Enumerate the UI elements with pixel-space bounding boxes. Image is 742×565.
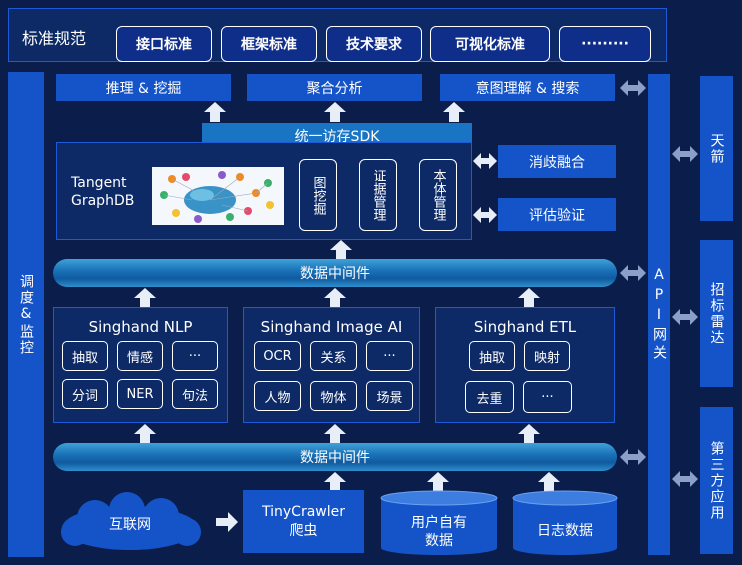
etl-extraction[interactable]: 抽取 bbox=[469, 341, 515, 371]
module-nlp: Singhand NLP 抽取 情感 ··· 分词 NER 句法 bbox=[53, 307, 228, 423]
user-data-line1: 用户自有 bbox=[411, 515, 467, 531]
module-image-ai: Singhand Image AI OCR 关系 ··· 人物 物体 场景 bbox=[243, 307, 420, 423]
arrow-up-icon bbox=[324, 472, 346, 492]
graphdb-name-line2: GraphDB bbox=[71, 193, 135, 209]
data-middleware-top: 数据中间件 bbox=[53, 259, 617, 287]
app-aggregate-analysis[interactable]: 聚合分析 bbox=[247, 74, 422, 101]
image-object[interactable]: 物体 bbox=[310, 381, 357, 411]
system-bid-radar-label: 招标雷达 bbox=[708, 281, 725, 346]
arrow-up-icon bbox=[518, 288, 540, 308]
function-ontology-management[interactable]: 本体管理 bbox=[419, 159, 457, 231]
system-tianjian-label: 天箭 bbox=[708, 132, 725, 165]
function-evidence-management[interactable]: 证据管理 bbox=[359, 159, 397, 231]
function-graph-mining[interactable]: 图挖掘 bbox=[299, 159, 337, 231]
standard-visualization[interactable]: 可视化标准 bbox=[430, 26, 550, 62]
module-title: Singhand ETL bbox=[473, 318, 577, 336]
api-gateway-label: API网关 bbox=[651, 266, 667, 363]
arrow-up-icon bbox=[324, 102, 346, 122]
double-arrow-icon bbox=[672, 309, 698, 325]
double-arrow-icon bbox=[620, 80, 646, 96]
log-data-cylinder[interactable] bbox=[512, 490, 618, 556]
graphdb-panel: Tangent GraphDB 图挖掘 证据管理 本体管理 bbox=[56, 142, 472, 240]
arrow-up-icon bbox=[134, 424, 156, 444]
nlp-syntax[interactable]: 句法 bbox=[172, 379, 218, 409]
user-data-cylinder[interactable] bbox=[380, 490, 498, 556]
nlp-extraction[interactable]: 抽取 bbox=[62, 341, 108, 371]
nlp-more[interactable]: ··· bbox=[172, 341, 218, 371]
disambiguation-fusion[interactable]: 消歧融合 bbox=[498, 145, 616, 178]
arrow-up-icon bbox=[538, 472, 560, 492]
api-gateway-bar: API网关 bbox=[648, 74, 670, 555]
system-bid-radar[interactable]: 招标雷达 bbox=[700, 240, 733, 387]
arrow-up-icon bbox=[134, 288, 156, 308]
double-arrow-icon bbox=[473, 207, 497, 223]
arrow-up-icon bbox=[427, 472, 449, 492]
user-data-line2: 数据 bbox=[425, 533, 453, 549]
image-ocr[interactable]: OCR bbox=[254, 341, 301, 371]
image-more[interactable]: ··· bbox=[366, 341, 413, 371]
double-arrow-icon bbox=[672, 146, 698, 162]
internet-label: 互联网 bbox=[109, 517, 151, 533]
system-third-party-label: 第三方应用 bbox=[708, 440, 725, 521]
nlp-segmentation[interactable]: 分词 bbox=[62, 379, 108, 409]
standard-interface[interactable]: 接口标准 bbox=[116, 26, 212, 62]
graph-visualization-image bbox=[152, 167, 284, 225]
crawler-name: TinyCrawler bbox=[262, 503, 345, 520]
arrow-up-icon bbox=[330, 240, 352, 260]
data-middleware-bottom: 数据中间件 bbox=[53, 443, 617, 471]
crawler-subtitle: 爬虫 bbox=[289, 522, 318, 539]
app-intent-search[interactable]: 意图理解 & 搜索 bbox=[440, 74, 615, 101]
arrow-up-icon bbox=[204, 102, 226, 122]
app-inference-mining[interactable]: 推理 & 挖掘 bbox=[56, 74, 231, 101]
module-title: Singhand NLP bbox=[88, 318, 193, 336]
arrow-right-icon bbox=[216, 512, 238, 532]
standard-more[interactable]: ········· bbox=[559, 26, 651, 62]
internet-cloud[interactable] bbox=[55, 492, 205, 556]
standards-panel: 标准规范 接口标准 框架标准 技术要求 可视化标准 ········· bbox=[8, 8, 667, 62]
arrow-up-icon bbox=[518, 424, 540, 444]
image-relation[interactable]: 关系 bbox=[310, 341, 357, 371]
scheduling-monitoring-bar: 调度&监控 bbox=[8, 72, 44, 557]
tinycrawler-box[interactable]: TinyCrawler 爬虫 bbox=[243, 490, 364, 553]
module-etl: Singhand ETL 抽取 映射 去重 ··· bbox=[435, 307, 615, 423]
nlp-ner[interactable]: NER bbox=[117, 379, 163, 409]
etl-dedup[interactable]: 去重 bbox=[465, 381, 514, 413]
system-tianjian[interactable]: 天箭 bbox=[700, 76, 733, 221]
etl-mapping[interactable]: 映射 bbox=[524, 341, 570, 371]
standard-framework[interactable]: 框架标准 bbox=[221, 26, 317, 62]
etl-more[interactable]: ··· bbox=[523, 381, 572, 413]
scheduling-monitoring-label: 调度&监控 bbox=[18, 273, 34, 356]
double-arrow-icon bbox=[620, 449, 646, 465]
image-person[interactable]: 人物 bbox=[254, 381, 301, 411]
double-arrow-icon bbox=[473, 153, 497, 169]
image-scene[interactable]: 场景 bbox=[366, 381, 413, 411]
graphdb-name-line1: Tangent bbox=[71, 175, 127, 191]
standards-title: 标准规范 bbox=[22, 29, 87, 48]
log-data-label: 日志数据 bbox=[537, 523, 593, 539]
double-arrow-icon bbox=[672, 471, 698, 487]
evaluation-validation[interactable]: 评估验证 bbox=[498, 198, 616, 231]
standard-technical[interactable]: 技术要求 bbox=[326, 26, 422, 62]
arrow-up-icon bbox=[324, 288, 346, 308]
module-title: Singhand Image AI bbox=[260, 318, 403, 336]
nlp-sentiment[interactable]: 情感 bbox=[117, 341, 163, 371]
double-arrow-icon bbox=[620, 265, 646, 281]
system-third-party[interactable]: 第三方应用 bbox=[700, 407, 733, 554]
arrow-up-icon bbox=[443, 102, 465, 122]
arrow-up-icon bbox=[324, 424, 346, 444]
